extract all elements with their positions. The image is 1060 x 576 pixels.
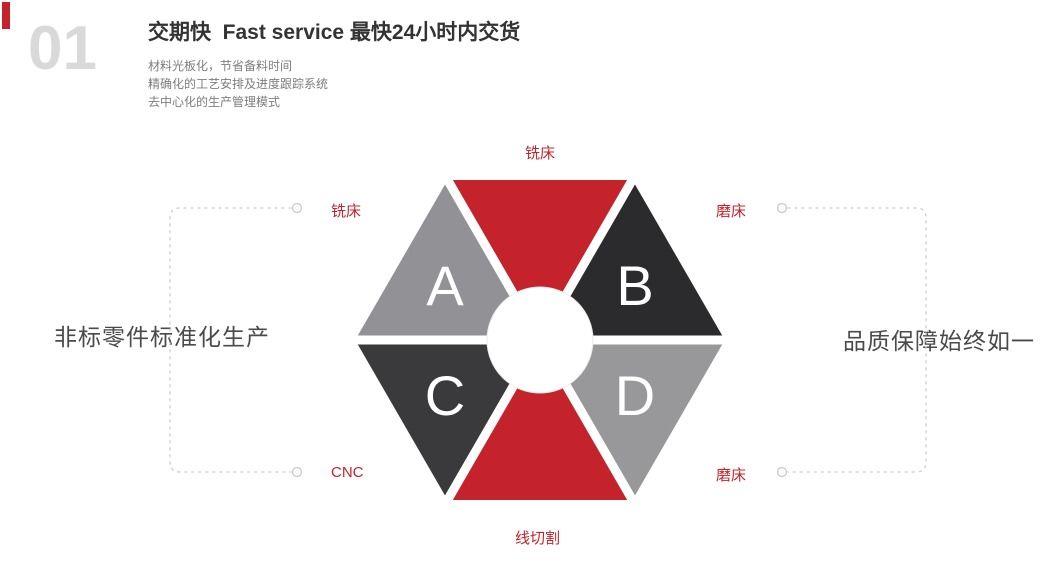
left-caption: 非标零件标准化生产 <box>54 324 270 350</box>
label-grinding-bottom: 磨床 <box>716 467 747 484</box>
connector-dot <box>291 466 303 478</box>
section-title: 交期快 Fast service 最快24小时内交货 <box>148 21 521 44</box>
section-number: 01 <box>28 14 97 83</box>
accent-bar <box>2 2 10 29</box>
segment-letter-a: A <box>426 254 464 317</box>
segment-letter-c: C <box>425 364 465 427</box>
label-grinding-right: 磨床 <box>716 203 747 220</box>
segment-bottom <box>437 331 643 509</box>
connector-dot <box>776 466 788 478</box>
bullet-list: 材料光板化，节省备料时间 精确化的工艺安排及进度跟踪系统 去中心化的生产管理模式 <box>148 57 520 111</box>
label-milling-top: 铣床 <box>524 145 555 162</box>
label-milling-left: 铣床 <box>331 203 362 220</box>
center-circle <box>486 286 594 394</box>
header: 交期快 Fast service 最快24小时内交货 材料光板化，节省备料时间 … <box>148 16 520 111</box>
bullet-line: 材料光板化，节省备料时间 <box>148 59 293 73</box>
segment-letter-b: B <box>616 254 653 317</box>
label-cnc: CNC <box>331 464 364 481</box>
connector-dot <box>291 202 303 214</box>
right-caption: 品质保障始终如一 <box>843 328 1035 354</box>
bullet-line: 去中心化的生产管理模式 <box>148 95 281 109</box>
connector-dot <box>776 202 788 214</box>
label-wire-cutting: 线切割 <box>514 530 560 547</box>
bullet-line: 精确化的工艺安排及进度跟踪系统 <box>148 77 329 91</box>
hexagon-diagram: A B C D <box>345 166 735 514</box>
segment-letter-d: D <box>615 364 655 427</box>
